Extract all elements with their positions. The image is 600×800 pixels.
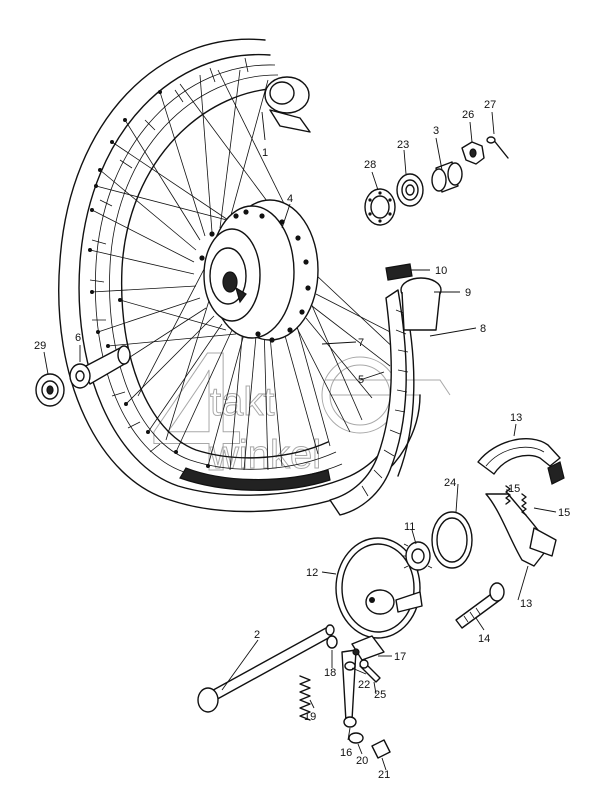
seal-part-23 bbox=[396, 173, 424, 207]
callout-21: 21 bbox=[378, 769, 390, 781]
spokes bbox=[89, 69, 399, 471]
callout-20: 20 bbox=[356, 755, 368, 767]
callout-2: 2 bbox=[254, 629, 260, 641]
callout-3: 3 bbox=[433, 125, 439, 137]
bearing-part-29 bbox=[35, 373, 65, 407]
brake-panel-part-12 bbox=[335, 537, 423, 639]
callout-labels: 1 2 3 4 5 6 7 8 9 10 11 12 13 13 14 15 1… bbox=[34, 99, 570, 781]
callout-9: 9 bbox=[465, 287, 471, 299]
return-spring-part-19 bbox=[299, 675, 311, 721]
callout-15b: 15 bbox=[558, 507, 570, 519]
speedometer-gear-part-11 bbox=[402, 541, 433, 574]
inner-tube-end bbox=[264, 76, 311, 133]
nut-part-21 bbox=[371, 739, 391, 759]
tube-part-9 bbox=[400, 277, 442, 331]
callout-11: 11 bbox=[404, 521, 415, 533]
callout-1: 1 bbox=[262, 147, 268, 159]
rim-strip-part-10 bbox=[385, 263, 413, 281]
axle-sleeve-part-6 bbox=[69, 345, 131, 389]
callout-19: 19 bbox=[304, 711, 316, 723]
callout-5: 5 bbox=[358, 374, 364, 386]
callout-6: 6 bbox=[75, 332, 81, 344]
springs-part-15 bbox=[505, 485, 527, 516]
watermark-line1: takt bbox=[210, 380, 274, 424]
wheel-hub bbox=[199, 199, 319, 343]
callout-24: 24 bbox=[444, 477, 456, 489]
callout-18: 18 bbox=[324, 667, 336, 679]
cotter-pin-part-27 bbox=[486, 136, 509, 159]
callout-16: 16 bbox=[340, 747, 352, 759]
leader-lines bbox=[43, 111, 557, 771]
callout-27: 27 bbox=[484, 99, 496, 111]
callout-13b: 13 bbox=[520, 598, 532, 610]
callout-8: 8 bbox=[480, 323, 486, 335]
washer-part-18 bbox=[326, 635, 338, 649]
washer-part-20 bbox=[348, 732, 364, 744]
brake-cam-part-14 bbox=[455, 582, 505, 629]
bearing-part-28 bbox=[364, 188, 396, 226]
axle-nut-part-26 bbox=[461, 141, 485, 165]
axle-part-2 bbox=[197, 624, 335, 713]
bolt-part-25 bbox=[359, 659, 381, 683]
watermark-line2: winkel bbox=[209, 433, 321, 477]
arm-part-17 bbox=[351, 635, 385, 661]
callout-4: 4 bbox=[287, 193, 293, 205]
collar-part-3 bbox=[431, 161, 463, 193]
brake-shoe-upper-part-13 bbox=[477, 438, 565, 485]
callout-17: 17 bbox=[394, 651, 406, 663]
callout-12: 12 bbox=[306, 567, 318, 579]
callout-15a: 15 bbox=[508, 483, 520, 495]
callout-22: 22 bbox=[358, 679, 370, 691]
callout-13a: 13 bbox=[510, 412, 522, 424]
brake-shoe-lower-part-13 bbox=[485, 493, 557, 567]
callout-10: 10 bbox=[435, 265, 447, 277]
callout-25: 25 bbox=[374, 689, 386, 701]
callout-23: 23 bbox=[397, 139, 409, 151]
callout-14: 14 bbox=[478, 633, 490, 645]
callout-29: 29 bbox=[34, 340, 46, 352]
tire-section-part-8 bbox=[329, 289, 415, 516]
dust-seal-part-24 bbox=[431, 511, 473, 569]
callout-28: 28 bbox=[364, 159, 376, 171]
callout-7: 7 bbox=[358, 337, 364, 349]
callout-26: 26 bbox=[462, 109, 474, 121]
